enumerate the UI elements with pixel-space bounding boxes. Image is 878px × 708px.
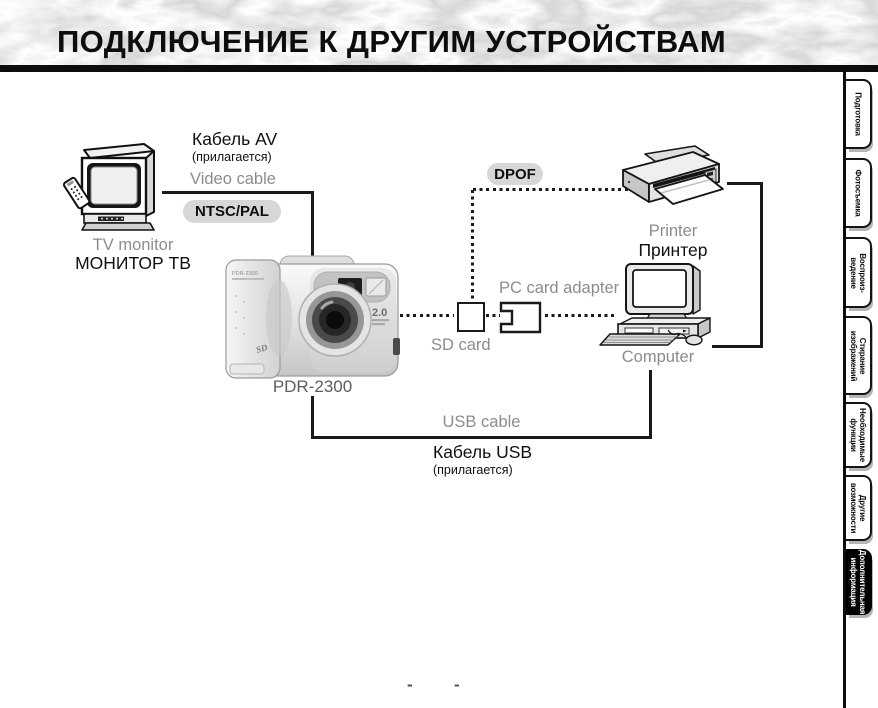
footer-dash-right: -: [454, 675, 460, 694]
tab-label: Воспроиз- ведение: [849, 252, 868, 293]
dpof-dotted-line-h: [473, 188, 630, 191]
tv-label-ru: МОНИТОР ТВ: [75, 253, 191, 273]
page-title: ПОДКЛЮЧЕНИЕ К ДРУГИМ УСТРОЙСТВАМ: [57, 24, 727, 59]
av-cable-line-h: [162, 191, 314, 194]
tab-label: Стирание изображений: [849, 330, 868, 381]
pc-card-adapter-label: PC card adapter: [499, 279, 620, 297]
camera-caption: PDR-2300: [272, 377, 353, 396]
tab-label: Другие возможности: [849, 482, 868, 534]
pc-card-adapter-shape: [499, 301, 542, 334]
video-cable-label: Video cable: [190, 170, 276, 188]
header-texture: [0, 0, 878, 65]
sidebar-rule: [843, 72, 846, 708]
usb-cable-note: (прилагается): [433, 463, 513, 477]
sidebar-tab-preparation[interactable]: Подготовка: [846, 79, 872, 149]
dpof-dotted-line-v: [471, 190, 474, 300]
av-cable-line-v: [311, 191, 314, 258]
tab-label: Фотосъемка: [853, 169, 863, 217]
computer-illustration: [599, 263, 711, 346]
usb-cable-label-en: USB cable: [442, 413, 521, 431]
ntsc-pal-badge: NTSC/PAL: [183, 200, 281, 223]
adapter-computer-dotted-line: [545, 314, 617, 317]
ntsc-pal-badge-text: NTSC/PAL: [195, 203, 269, 220]
sidebar-tab-erasing-images[interactable]: Стирание изображений: [846, 316, 872, 395]
printer-illustration: [622, 145, 724, 205]
computer-usb-line-v: [649, 370, 652, 439]
sidebar-tab-playback[interactable]: Воспроиз- ведение: [846, 237, 872, 308]
sdcard-adapter-dotted-line: [486, 314, 500, 317]
tv-label-en: TV monitor: [92, 236, 174, 254]
printer-computer-line-bottom: [712, 345, 763, 348]
tab-label: Необходимые функции: [849, 408, 868, 462]
tab-label: Дополнительная информация: [849, 549, 868, 615]
sidebar-tab-other-features[interactable]: Другие возможности: [846, 475, 872, 541]
header-rule: [0, 65, 878, 72]
tv-monitor-illustration: [62, 143, 155, 231]
tv-remote-icon: [62, 176, 91, 210]
sidebar-tab-necessary-functions[interactable]: Необходимые функции: [846, 402, 872, 468]
usb-cable-line-h: [311, 436, 652, 439]
printer-label-ru: Принтер: [638, 240, 708, 260]
camera-mp-badge: 2.0: [372, 307, 387, 319]
camera-grip-print: PDR-2300: [232, 271, 258, 277]
camera-sd-logo: SD: [255, 342, 269, 355]
av-cable-note: (прилагается): [192, 150, 272, 164]
tab-label: Подготовка: [853, 92, 863, 136]
sd-card-label: SD card: [431, 336, 491, 354]
computer-label: Computer: [621, 348, 695, 366]
av-cable-label-ru: Кабель AV: [192, 129, 278, 149]
printer-label-en: Printer: [648, 222, 698, 240]
sidebar-tab-photography[interactable]: Фотосъемка: [846, 158, 872, 228]
printer-computer-line-top: [727, 182, 763, 185]
camera-sdcard-dotted-line: [400, 314, 454, 317]
footer-dash-left: -: [407, 675, 413, 694]
printer-computer-line-right: [760, 182, 763, 348]
sd-card-shape: [457, 302, 485, 332]
sidebar-tab-additional-information[interactable]: Дополнительная информация: [846, 549, 872, 615]
dpof-badge: DPOF: [487, 163, 543, 185]
camera-usb-line-v: [311, 396, 314, 439]
camera-illustration: 2.0 PDR-2300 SD: [225, 255, 400, 379]
dpof-badge-text: DPOF: [494, 165, 536, 183]
usb-cable-label-ru: Кабель USB: [433, 442, 533, 462]
